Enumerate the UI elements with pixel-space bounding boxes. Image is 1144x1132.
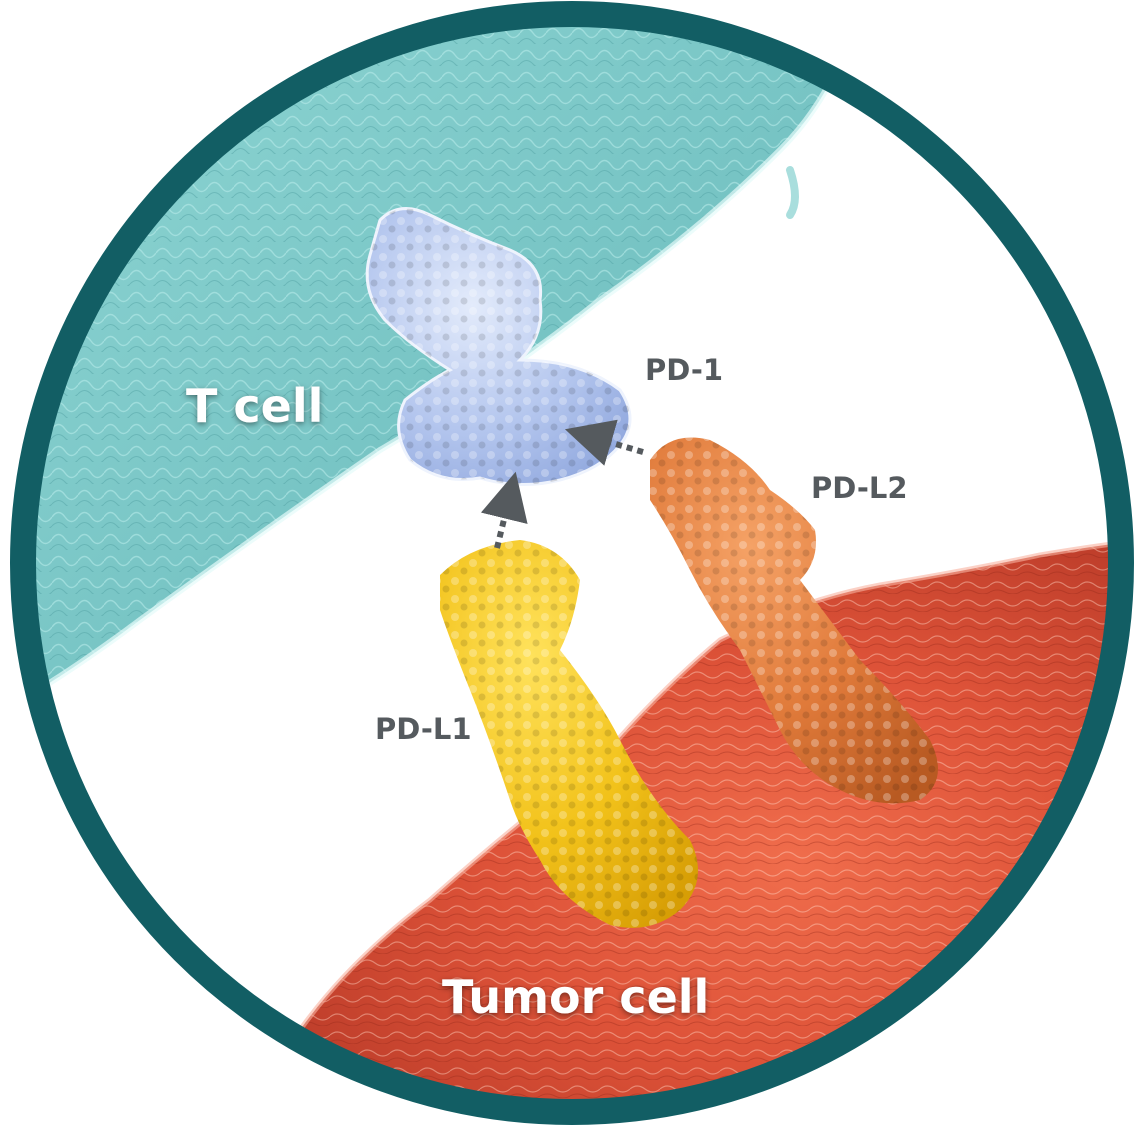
pdl1-binding-arrow (480, 471, 528, 549)
pdl2-label: PD-L2 (811, 471, 908, 505)
pd1-protein (365, 207, 632, 486)
t-cell-label: T cell (186, 379, 324, 433)
tumor-cell-label: Tumor cell (442, 970, 710, 1024)
pdl2-binding-arrow (564, 419, 644, 466)
pdl1-label: PD-L1 (375, 712, 472, 746)
pdl2-protein (650, 437, 938, 804)
pdl1-protein (440, 540, 698, 928)
frame-ring (10, 1, 1134, 1125)
pd1-label: PD-1 (645, 353, 724, 387)
